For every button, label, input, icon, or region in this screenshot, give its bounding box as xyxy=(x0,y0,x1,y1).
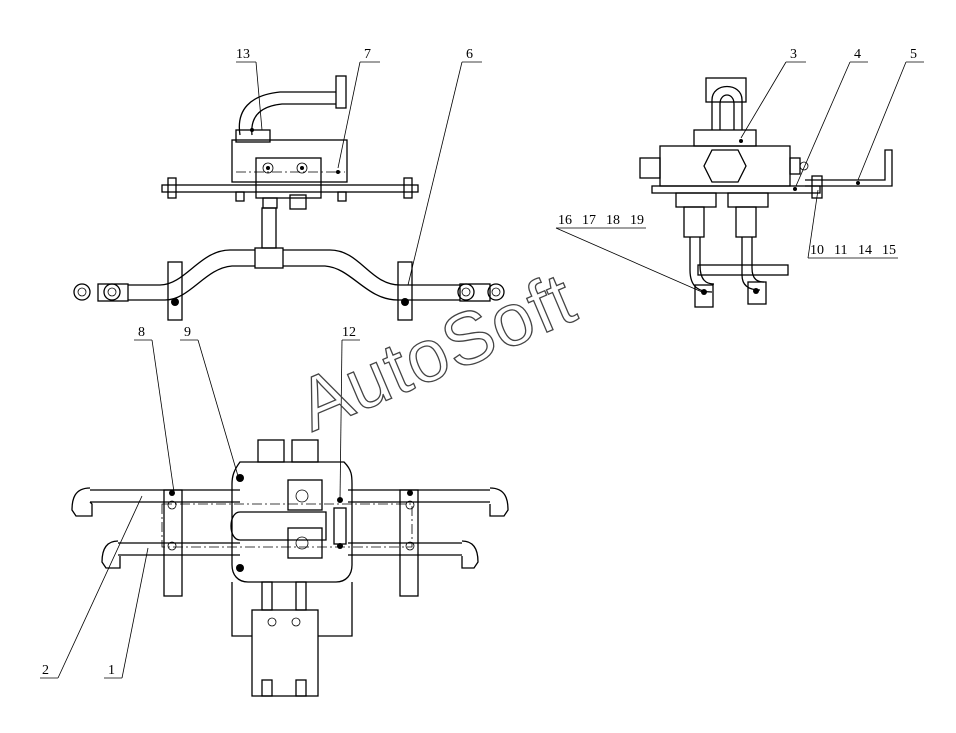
callout-7: 7 xyxy=(364,47,371,62)
callout-19: 19 xyxy=(630,213,644,228)
callout-leaders xyxy=(40,61,924,679)
callout-15: 15 xyxy=(882,243,896,258)
side-view xyxy=(639,77,893,308)
callout-11: 11 xyxy=(834,243,847,258)
callout-10: 10 xyxy=(810,243,824,258)
plan-view xyxy=(71,439,509,697)
callout-14: 14 xyxy=(858,243,872,258)
callout-6: 6 xyxy=(466,47,473,62)
callout-1: 1 xyxy=(108,663,115,678)
callout-16: 16 xyxy=(558,213,572,228)
callout-2: 2 xyxy=(42,663,49,678)
callout-3: 3 xyxy=(790,47,797,62)
callout-18: 18 xyxy=(606,213,620,228)
callout-17: 17 xyxy=(582,213,596,228)
callout-13: 13 xyxy=(236,47,250,62)
callout-5: 5 xyxy=(910,47,917,62)
callout-4: 4 xyxy=(854,47,861,62)
callout-9: 9 xyxy=(184,325,191,340)
callout-8: 8 xyxy=(138,325,145,340)
front-view xyxy=(73,75,505,321)
callout-12: 12 xyxy=(342,325,356,340)
